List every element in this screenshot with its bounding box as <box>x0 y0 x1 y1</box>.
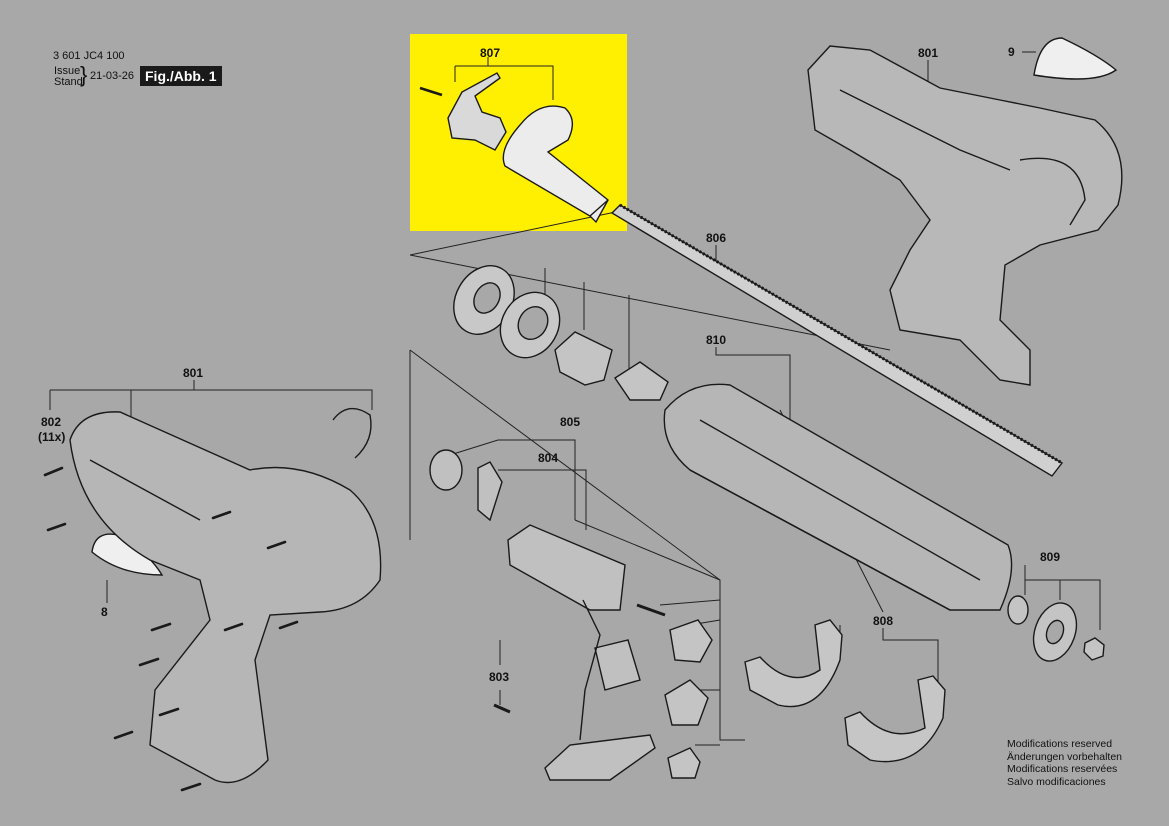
label-802-qty: (11x) <box>38 430 65 444</box>
label-809: 809 <box>1040 550 1060 564</box>
label-802: 802 <box>41 415 61 429</box>
brace: } <box>80 62 88 87</box>
mod-line-en: Modifications reserved <box>1007 738 1113 750</box>
mod-line-es: Salvo modificaciones <box>1007 775 1106 788</box>
part-806-rack <box>610 203 1064 477</box>
issue-date: 21-03-26 <box>90 70 135 82</box>
part-9-pad <box>1033 37 1118 80</box>
figure-label: Fig./Abb. 1 <box>140 66 222 86</box>
part-810-holder <box>663 383 1013 611</box>
part-801-housing-right <box>807 45 1123 386</box>
bush-parts <box>554 331 669 401</box>
part-807-lever <box>419 72 507 151</box>
label-805: 805 <box>560 415 580 429</box>
part-number: 3 601 JC4 100 <box>53 50 125 62</box>
label-801-left: 801 <box>183 366 203 380</box>
part-802-screws <box>43 466 299 792</box>
modifications-note: Modifications reserved Änderungen vorbeh… <box>1007 738 1122 788</box>
label-801-top: 801 <box>918 46 938 60</box>
label-807: 807 <box>480 46 500 60</box>
label-808: 808 <box>873 614 893 628</box>
label-806: 806 <box>706 231 726 245</box>
label-810: 810 <box>706 333 726 347</box>
label-8: 8 <box>101 605 108 619</box>
mod-line-de: Änderungen vorbehalten <box>1007 750 1123 763</box>
part-809-parts <box>1007 595 1105 662</box>
washers <box>453 265 561 359</box>
label-9: 9 <box>1008 45 1015 59</box>
part-808-clips <box>744 619 946 763</box>
switch-parts <box>493 603 713 779</box>
issue-label: Issue <box>54 65 81 77</box>
part-801-housing-left <box>69 407 382 784</box>
electronics-assembly <box>429 449 656 781</box>
label-804: 804 <box>538 451 558 465</box>
stand-label: Stand <box>54 76 83 88</box>
mod-line-fr: Modifications reservées <box>1007 763 1118 775</box>
label-803: 803 <box>489 670 509 684</box>
part-807-nozzle <box>502 105 609 224</box>
